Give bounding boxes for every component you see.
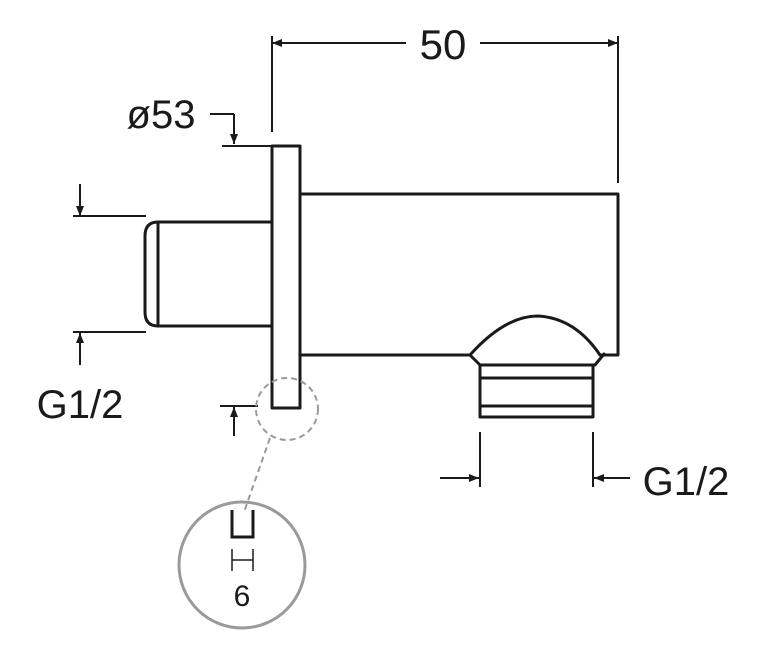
detail-callout	[177, 377, 319, 630]
dimension-label-outlet: G1/2	[643, 460, 730, 504]
wall-flange	[270, 144, 302, 410]
dimension-inlet	[73, 184, 146, 365]
detail-dimension	[231, 549, 254, 571]
main-body	[298, 192, 620, 357]
detail-profile	[230, 510, 255, 539]
dimension-label-flange: ø53	[127, 93, 196, 137]
detail-reference-circle	[255, 377, 319, 441]
inlet-stub	[143, 220, 274, 328]
dimension-length	[271, 36, 619, 183]
dimension-flange	[210, 113, 272, 147]
detail-dimension-label: 6	[234, 580, 251, 613]
part-outline	[143, 144, 620, 419]
outlet-connector	[478, 363, 595, 419]
dimension-label-length: 50	[420, 21, 467, 68]
groove-profile	[230, 510, 255, 539]
outlet-nut	[468, 352, 606, 367]
detail-magnified-circle	[177, 500, 307, 630]
dimension-label-inlet: G1/2	[37, 383, 124, 427]
detail-leader	[243, 437, 271, 513]
dimension-outlet	[440, 432, 630, 487]
flange-thickness-marker	[220, 405, 258, 436]
